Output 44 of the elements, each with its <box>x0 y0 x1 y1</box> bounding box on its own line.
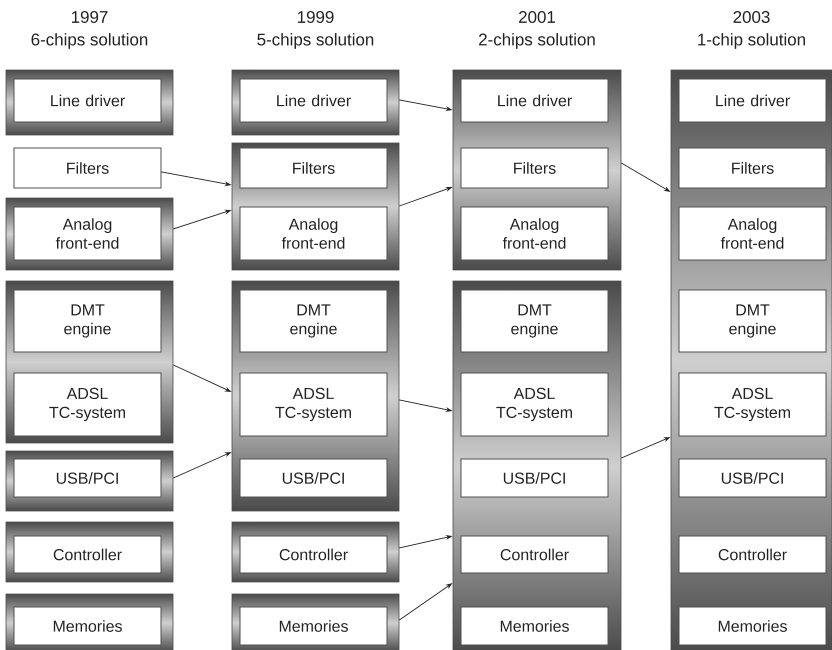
chip-block: ADSL TC-system <box>460 372 608 436</box>
chip-block: DMT engine <box>14 289 162 352</box>
column-heading: 5-chips solution <box>257 33 374 49</box>
chip-block: Controller <box>14 535 162 574</box>
column-heading: 2-chips solution <box>479 33 595 49</box>
chip-block: ADSL TC-system <box>240 372 388 436</box>
chip-block: Filters <box>240 147 388 188</box>
column-heading: 1999 <box>298 11 334 23</box>
chip-block: Controller <box>460 535 608 574</box>
chip-package <box>452 280 622 650</box>
chip-block: USB/PCI <box>14 458 162 498</box>
chip-block: Memories <box>460 606 608 646</box>
chip-block: Line driver <box>678 78 826 122</box>
column-heading: 2003 <box>734 11 770 23</box>
chip-block: USB/PCI <box>460 458 608 498</box>
chip-block: Line driver <box>240 78 388 122</box>
chip-block: DMT engine <box>678 289 826 352</box>
chip-package <box>6 594 174 650</box>
chip-block: USB/PCI <box>240 458 388 498</box>
column-heading: 6-chips solution <box>32 33 148 49</box>
chip-block: Analog front-end <box>240 206 388 260</box>
chip-block: ADSL TC-system <box>14 372 162 436</box>
chip-block: Analog front-end <box>14 206 162 260</box>
chip-block: DMT engine <box>240 289 388 352</box>
chip-block: Analog front-end <box>460 206 608 260</box>
chip-block: Line driver <box>460 78 608 122</box>
chip-package <box>670 70 832 650</box>
chip-package <box>232 594 400 650</box>
chip-block: Controller <box>678 535 826 574</box>
chip-block: Memories <box>240 606 388 646</box>
chip-block: Analog front-end <box>678 206 826 260</box>
chip-block: Filters <box>678 147 826 188</box>
chip-block: USB/PCI <box>678 458 826 498</box>
chip-block: Filters <box>14 147 162 188</box>
chip-block: Controller <box>240 535 388 574</box>
chip-block: ADSL TC-system <box>678 372 826 436</box>
column-heading: 1-chip solution <box>698 33 805 49</box>
chip-block: Memories <box>678 606 826 646</box>
chip-block: DMT engine <box>460 289 608 352</box>
column-heading: 2001 <box>519 11 555 23</box>
column-heading: 1997 <box>72 11 108 23</box>
chip-block: Memories <box>14 606 162 646</box>
chip-block: Filters <box>460 147 608 188</box>
chip-block: Line driver <box>14 78 162 122</box>
